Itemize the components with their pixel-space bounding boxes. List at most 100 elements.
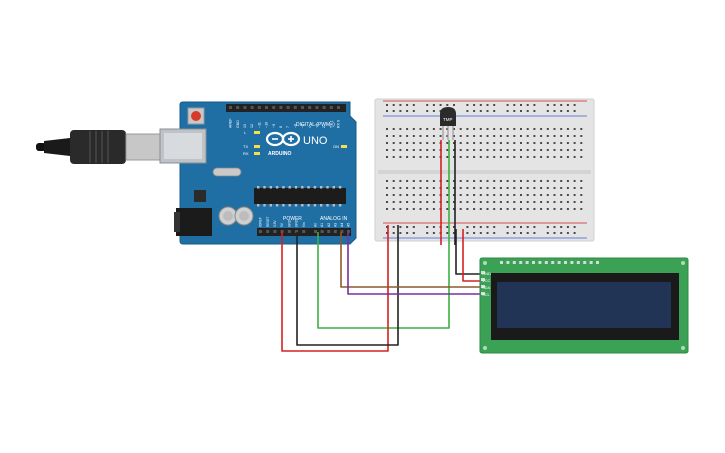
led-l — [254, 131, 260, 134]
digital-pin-label: 12 — [250, 124, 254, 128]
reset-button-cap[interactable] — [191, 111, 201, 121]
analog-pin-hole[interactable] — [333, 230, 337, 233]
sensor-label: TMP — [443, 117, 453, 122]
breadboard-center-channel — [378, 170, 591, 174]
led-tx — [254, 145, 260, 148]
digital-pin-label: AREF — [229, 118, 233, 128]
lcd-16x2-i2c[interactable]: GND VCC SDA SCL — [479, 257, 689, 354]
digital-pin-hole[interactable] — [236, 106, 240, 109]
digital-pin-hole[interactable] — [272, 106, 276, 109]
power-pin-label: Vin — [302, 222, 306, 227]
usb-strain-relief — [44, 138, 70, 156]
digital-pin-hole[interactable] — [301, 106, 304, 109]
arduino-logo: ARDUINO UNO — [265, 131, 328, 157]
power-pin-hole[interactable] — [266, 230, 270, 233]
analog-pin-label: A2 — [327, 223, 331, 227]
analog-pin-hole[interactable] — [314, 230, 317, 233]
power-header — [257, 228, 311, 236]
digital-pin-hole[interactable] — [279, 106, 283, 109]
digital-pin-label: 13 — [243, 124, 247, 128]
sensor-body — [440, 107, 456, 126]
analog-header-label: ANALOG IN — [320, 216, 348, 222]
digital-pin-hole[interactable] — [286, 106, 290, 109]
digital-pin-label: GND — [236, 120, 240, 128]
digital-pin-hole[interactable] — [243, 106, 247, 109]
digital-pin-hole[interactable] — [229, 106, 232, 109]
power-pin-label: GND — [295, 219, 299, 227]
digital-pin-hole[interactable] — [337, 106, 340, 109]
digital-pin-hole[interactable] — [257, 106, 261, 109]
breadboard[interactable] — [374, 98, 595, 242]
breadboard-rail-lines — [383, 100, 587, 239]
power-jack — [176, 208, 212, 236]
analog-pin-label: A0 — [314, 223, 318, 227]
analog-pin-hole[interactable] — [347, 230, 350, 233]
power-pin-hole[interactable] — [302, 230, 306, 233]
crystal — [212, 167, 242, 177]
power-pin-label: IOREF — [259, 217, 263, 227]
status-leds: L TX RX ON — [243, 130, 347, 156]
usb-cable-tail — [36, 143, 46, 151]
wire-rail-to-lcd-gnd[interactable] — [455, 229, 484, 275]
digital-pin-hole[interactable] — [308, 106, 312, 109]
analog-header — [311, 228, 351, 236]
power-pin-label: GND — [287, 219, 291, 227]
wire-a5-to-scl[interactable] — [347, 232, 484, 295]
digital-header-holes — [229, 106, 340, 109]
model-label: UNO — [303, 135, 328, 147]
led-label-tx: TX — [243, 144, 248, 149]
wire-rail-to-lcd-vcc[interactable] — [462, 229, 484, 282]
power-pin-hole[interactable] — [280, 230, 284, 233]
analog-pin-label: A3 — [333, 223, 337, 227]
led-label-rx: RX — [243, 151, 249, 156]
brand-label: ARDUINO — [268, 151, 291, 157]
digital-pin-label: ~5 — [301, 124, 305, 128]
digital-pin-hole[interactable] — [315, 106, 319, 109]
wire-sensor-a0[interactable] — [317, 140, 450, 329]
usb-cable — [36, 130, 161, 164]
power-pin-hole[interactable] — [259, 230, 262, 233]
digital-pin-label: ~10 — [265, 122, 269, 128]
wires — [281, 140, 484, 352]
wire-a4-to-sda[interactable] — [340, 232, 484, 288]
analog-pin-label: A1 — [320, 223, 324, 227]
digital-pin-label: TX 1 — [329, 120, 333, 128]
arduino-uno-board[interactable]: DIGITAL (PWM~) L TX RX ON ARDUINO UNO — [159, 101, 357, 245]
power-pin-hole[interactable] — [273, 230, 277, 233]
analog-pin-hole[interactable] — [320, 230, 324, 233]
lcd-pin-scl: SCL — [482, 292, 491, 297]
power-header-label: POWER — [283, 216, 302, 222]
power-pin-label: 5V — [280, 222, 284, 227]
lcd-screen — [497, 282, 671, 328]
power-pin-label: RESET — [266, 216, 270, 227]
analog-pin-label: A4 — [340, 223, 344, 227]
digital-pin-label: RX 0 — [337, 120, 341, 128]
digital-pin-hole[interactable] — [265, 106, 268, 109]
digital-pin-label: ~3 — [315, 124, 319, 128]
power-pin-hole[interactable] — [295, 230, 298, 233]
digital-pin-hole[interactable] — [322, 106, 326, 109]
tmp36-sensor[interactable]: TMP — [440, 107, 456, 140]
wire-5v-to-rail[interactable] — [281, 225, 389, 352]
power-pin-hole[interactable] — [287, 230, 291, 233]
digital-pin-hole[interactable] — [329, 106, 333, 109]
digital-header — [226, 104, 346, 112]
chip-pins — [257, 186, 342, 207]
lcd-pin-gnd: GND — [482, 271, 491, 276]
led-rx — [254, 152, 260, 155]
lcd-top-pin-row — [500, 261, 599, 264]
digital-pin-hole[interactable] — [250, 106, 254, 109]
lcd-i2c-pins: GND VCC SDA SCL — [481, 271, 491, 297]
analog-pin-hole[interactable] — [327, 230, 331, 233]
wire-gnd-to-rail[interactable] — [296, 225, 399, 346]
led-on — [341, 145, 347, 148]
digital-pin-label: ~9 — [272, 124, 276, 128]
analog-pin-hole[interactable] — [340, 230, 344, 233]
led-label-l: L — [244, 130, 247, 135]
power-pin-label: 3.3V — [273, 220, 277, 227]
atmega-chip — [254, 188, 346, 204]
usb-plug-metal — [125, 133, 161, 161]
digital-pin-hole[interactable] — [293, 106, 297, 109]
led-label-on: ON — [333, 144, 339, 149]
